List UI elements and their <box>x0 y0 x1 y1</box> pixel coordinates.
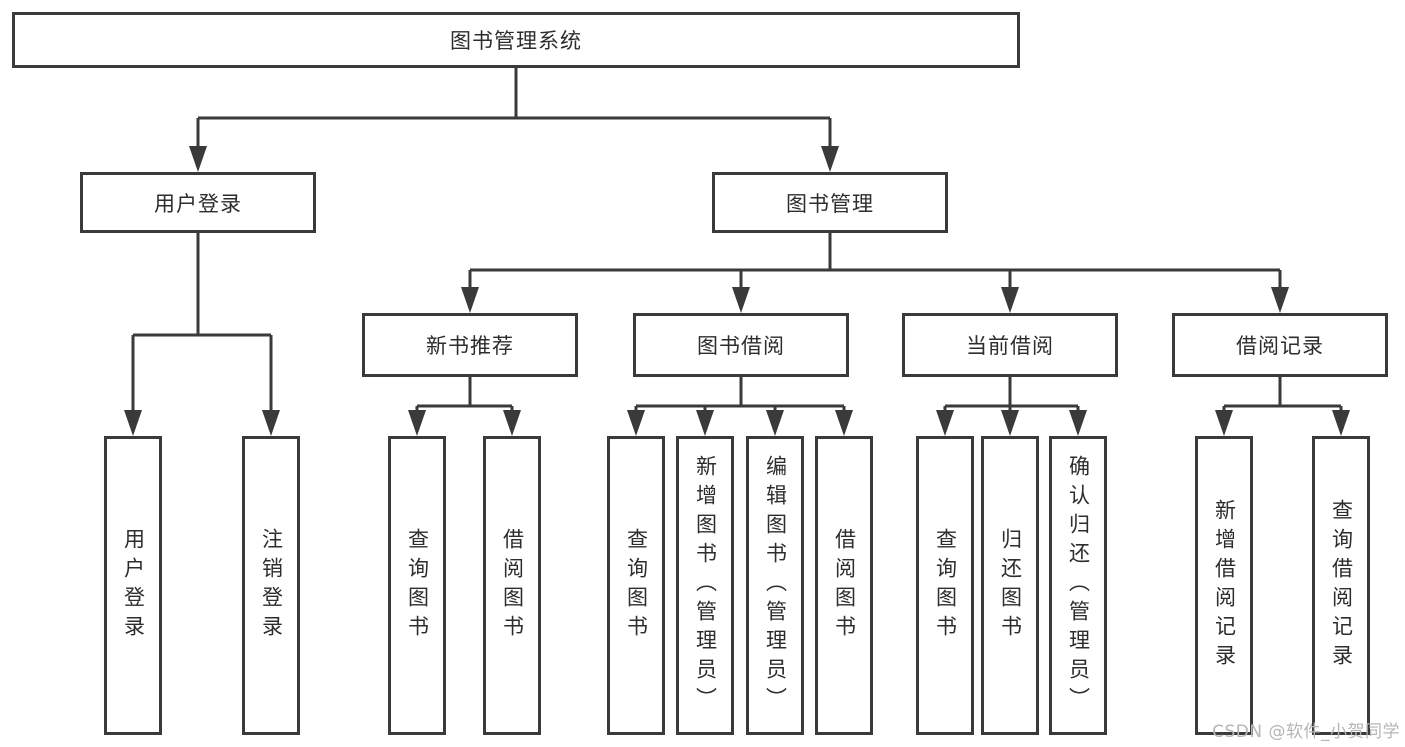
arrowhead-record-leaf1 <box>1215 410 1233 436</box>
arrowhead-newbook-leaf1 <box>408 410 426 436</box>
edges-newbook-subtree <box>408 377 521 436</box>
leaf-label: 查询借阅记录 <box>1329 498 1354 673</box>
arrowhead-record <box>1271 287 1289 313</box>
arrowhead-user-login <box>189 146 207 172</box>
node-label: 用户登录 <box>154 191 242 216</box>
arrowhead-borrow-leaf4 <box>835 410 853 436</box>
node-label: 图书管理 <box>786 191 874 216</box>
leaf-label: 查询图书 <box>624 527 649 644</box>
node-book-management: 图书管理 <box>712 172 948 233</box>
leaf-label: 注销登录 <box>259 527 284 644</box>
arrowhead-borrow-leaf2 <box>696 410 714 436</box>
node-book-borrow: 图书借阅 <box>633 313 849 377</box>
leaf-borrow-edit-book-admin: 编辑图书（管理员） <box>746 436 804 735</box>
leaf-newbook-query-book: 查询图书 <box>388 436 446 735</box>
node-label: 图书管理系统 <box>450 29 582 53</box>
leaf-label: 用户登录 <box>121 527 146 644</box>
leaf-current-confirm-return-admin: 确认归还（管理员） <box>1049 436 1107 735</box>
leaf-record-query-record: 查询借阅记录 <box>1312 436 1370 735</box>
arrowhead-book-mgmt <box>821 146 839 172</box>
leaf-label: 查询图书 <box>933 527 958 644</box>
leaf-record-add-record: 新增借阅记录 <box>1195 436 1253 735</box>
leaf-user-login: 用户登录 <box>104 436 162 735</box>
arrowhead-borrow-leaf3 <box>766 410 784 436</box>
leaf-current-return-book: 归还图书 <box>981 436 1039 735</box>
arrowhead-borrow-leaf1 <box>627 410 645 436</box>
edges-user-login-subtree <box>124 233 280 436</box>
leaf-label: 查询图书 <box>405 527 430 644</box>
arrowhead-newbook-leaf2 <box>503 410 521 436</box>
leaf-label: 新增图书（管理员） <box>693 455 718 716</box>
leaf-current-query-book: 查询图书 <box>916 436 974 735</box>
leaf-borrow-borrow-book: 借阅图书 <box>815 436 873 735</box>
leaf-label: 新增借阅记录 <box>1212 498 1237 673</box>
leaf-label: 借阅图书 <box>832 527 857 644</box>
arrowhead-current-leaf1 <box>936 410 954 436</box>
arrowhead-logout-leaf <box>262 410 280 436</box>
node-label: 新书推荐 <box>426 334 514 358</box>
node-label: 图书借阅 <box>697 334 785 358</box>
leaf-logout: 注销登录 <box>242 436 300 735</box>
node-label: 当前借阅 <box>966 334 1054 358</box>
arrowhead-current <box>1001 287 1019 313</box>
node-current-borrow: 当前借阅 <box>902 313 1118 377</box>
leaf-label: 编辑图书（管理员） <box>763 455 788 716</box>
node-library-system: 图书管理系统 <box>12 12 1020 68</box>
edges-borrow-subtree <box>627 377 853 436</box>
arrowhead-record-leaf2 <box>1332 410 1350 436</box>
leaf-borrow-add-book-admin: 新增图书（管理员） <box>676 436 734 735</box>
leaf-newbook-borrow-book: 借阅图书 <box>483 436 541 735</box>
arrowhead-newbook <box>461 287 479 313</box>
node-user-login: 用户登录 <box>80 172 316 233</box>
node-new-book-recommend: 新书推荐 <box>362 313 578 377</box>
arrowhead-current-leaf3 <box>1069 410 1087 436</box>
csdn-watermark: CSDN @软件_小贺同学 <box>1212 722 1400 742</box>
edges-root-to-level2 <box>189 68 839 172</box>
node-label: 借阅记录 <box>1236 334 1324 358</box>
arrowhead-login-leaf <box>124 410 142 436</box>
leaf-borrow-query-book: 查询图书 <box>607 436 665 735</box>
edges-record-subtree <box>1215 377 1350 436</box>
edges-book-mgmt-to-level3 <box>461 233 1289 313</box>
leaf-label: 归还图书 <box>998 527 1023 644</box>
arrowhead-current-leaf2 <box>1001 410 1019 436</box>
edges-current-subtree <box>936 377 1087 436</box>
leaf-label: 确认归还（管理员） <box>1066 455 1091 716</box>
arrowhead-borrow <box>732 287 750 313</box>
leaf-label: 借阅图书 <box>500 527 525 644</box>
node-borrow-record: 借阅记录 <box>1172 313 1388 377</box>
